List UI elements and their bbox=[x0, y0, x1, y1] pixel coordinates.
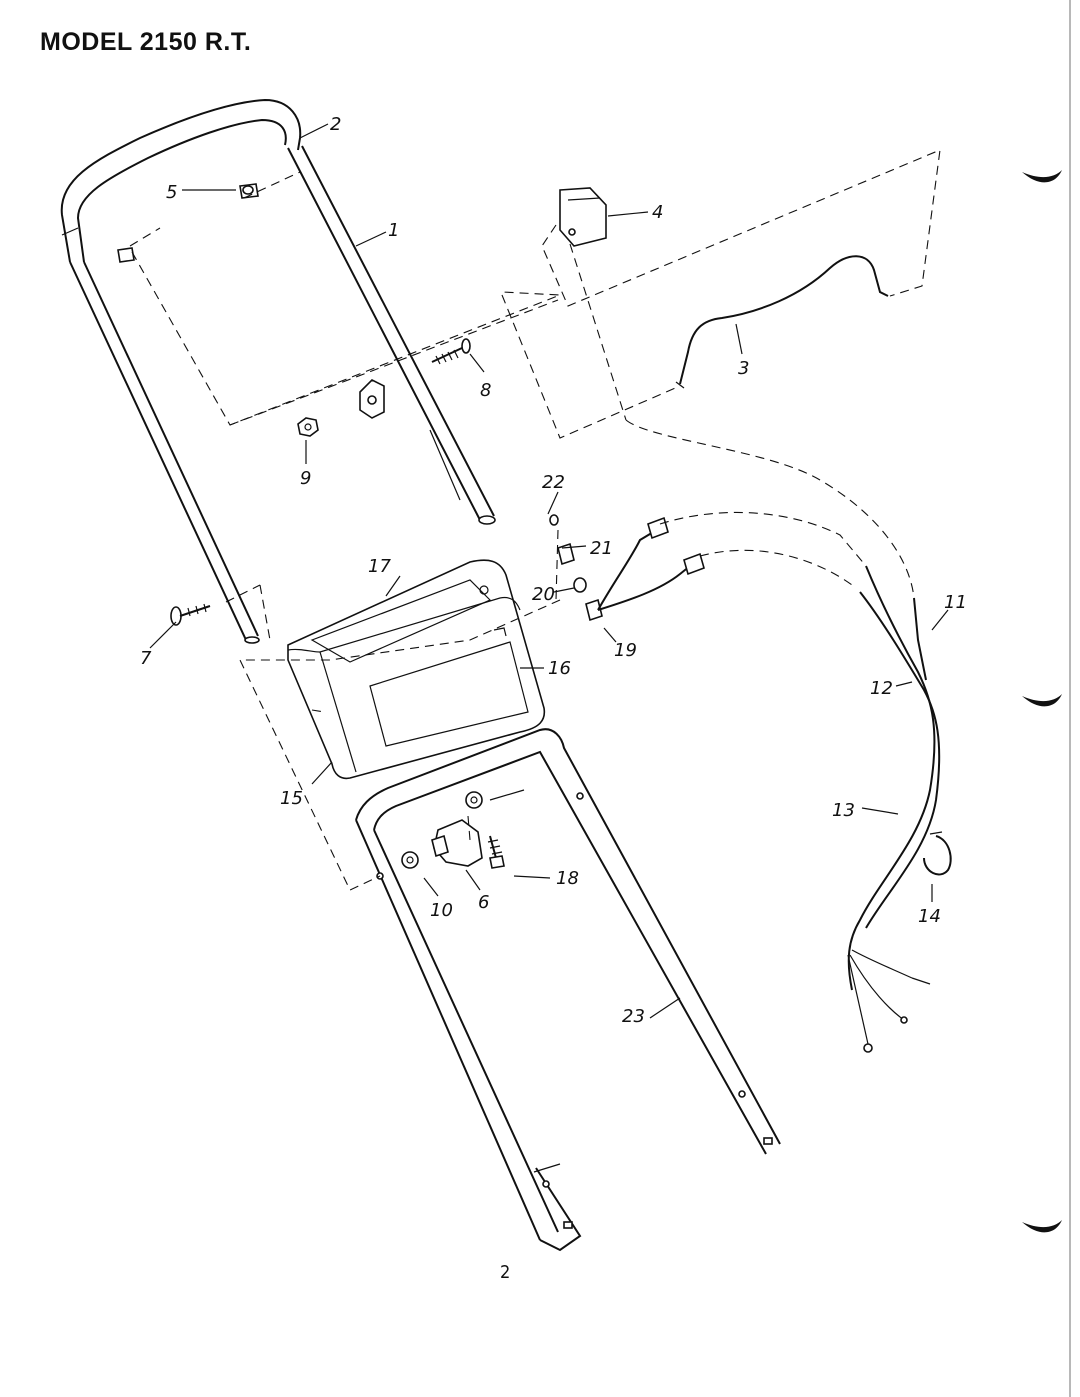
callout-15: 15 bbox=[280, 788, 303, 809]
callout-12: 12 bbox=[870, 678, 893, 699]
callout-13: 13 bbox=[832, 800, 855, 821]
leader-lines bbox=[149, 123, 949, 1019]
binder-edge-marks bbox=[1022, 0, 1071, 1397]
control-box bbox=[287, 559, 546, 780]
callout-11: 11 bbox=[944, 592, 967, 613]
callout-17: 17 bbox=[368, 556, 391, 577]
callout-20: 20 bbox=[532, 584, 555, 605]
page-number: 2 bbox=[500, 1262, 511, 1283]
hose-clamp bbox=[923, 831, 952, 876]
wire-harness bbox=[597, 516, 941, 1053]
hex-nut bbox=[297, 417, 319, 437]
callout-2: 2 bbox=[330, 114, 341, 135]
callout-labels: 2 1 4 3 5 8 9 7 22 21 20 19 17 16 15 11 … bbox=[140, 114, 967, 1027]
callout-10: 10 bbox=[430, 900, 453, 921]
callout-3: 3 bbox=[738, 358, 749, 379]
callout-18: 18 bbox=[556, 868, 579, 889]
handle-plug bbox=[117, 183, 259, 263]
callout-4: 4 bbox=[652, 202, 663, 223]
lower-handle bbox=[355, 728, 781, 1252]
callout-14: 14 bbox=[918, 906, 941, 927]
control-rod bbox=[675, 255, 889, 389]
carriage-bolt bbox=[359, 338, 471, 419]
upper-handle bbox=[60, 98, 496, 644]
callout-7: 7 bbox=[140, 648, 152, 669]
callout-8: 8 bbox=[480, 380, 491, 401]
callout-19: 19 bbox=[614, 640, 637, 661]
callout-5: 5 bbox=[166, 182, 177, 203]
handle-knob bbox=[401, 791, 505, 869]
callout-22: 22 bbox=[542, 472, 565, 493]
handle-bolt bbox=[170, 603, 211, 626]
assembly-guides bbox=[129, 149, 941, 891]
callout-1: 1 bbox=[388, 220, 399, 241]
callout-21: 21 bbox=[590, 538, 613, 559]
page-title: MODEL 2150 R.T. bbox=[40, 28, 252, 56]
callout-16: 16 bbox=[548, 658, 571, 679]
callout-23: 23 bbox=[622, 1006, 645, 1027]
callout-6: 6 bbox=[478, 892, 489, 913]
cable-bracket bbox=[559, 187, 607, 247]
switch-assembly bbox=[549, 514, 603, 622]
callout-9: 9 bbox=[300, 468, 311, 489]
